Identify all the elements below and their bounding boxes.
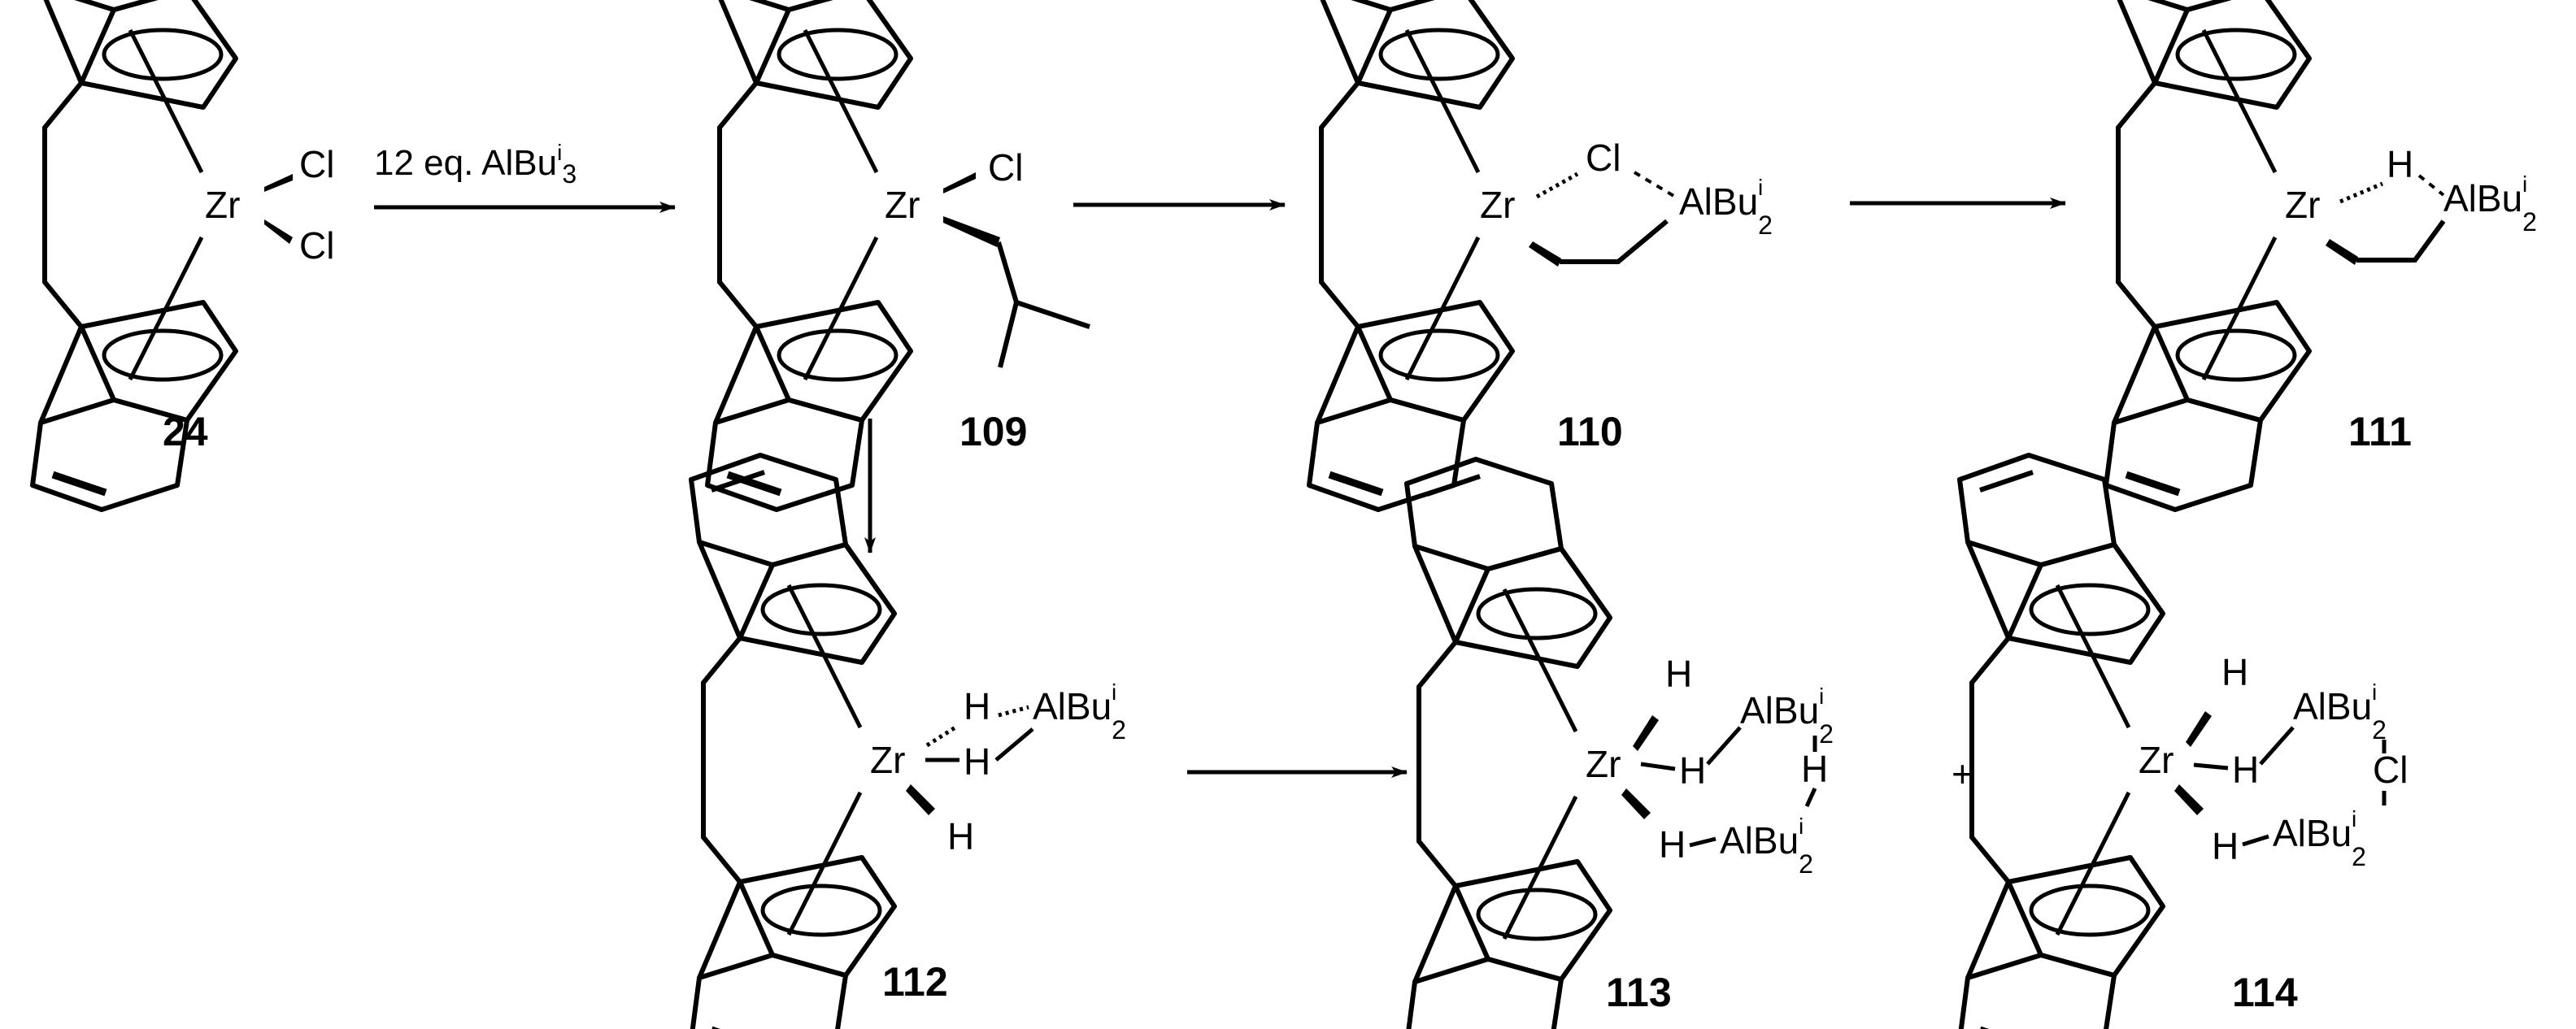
h-atom: H	[2221, 651, 2248, 693]
zr-atom: Zr	[885, 184, 920, 226]
cl-atom: Cl	[988, 146, 1023, 189]
zr-atom: Zr	[2285, 184, 2320, 226]
compound-label: 114	[2232, 970, 2298, 1015]
h-atom: H	[1665, 653, 1692, 695]
al-group: AlBu2i	[2273, 806, 2366, 871]
bis-indenyl-ligand	[1309, 0, 1512, 510]
al-group: AlBu2i	[1033, 679, 1126, 745]
compound-114: Zr H H AlBu2i Cl H AlBu2i	[1960, 455, 2408, 1029]
compound-label: 113	[1606, 970, 1672, 1015]
h-atom: H	[2387, 143, 2413, 185]
compound-110: Zr Cl AlBu2i	[1309, 0, 1773, 510]
h-atom: H	[2232, 749, 2259, 791]
h-atom: H	[2212, 825, 2239, 867]
compound-label: 110	[1557, 409, 1623, 454]
bis-indenyl-ligand	[2106, 0, 2309, 510]
cl-atom: Cl	[2373, 749, 2408, 791]
bis-indenyl-ligand	[1407, 459, 1610, 1029]
zr-atom: Zr	[870, 739, 905, 781]
h-atom: H	[947, 815, 974, 858]
compound-109: Zr Cl	[707, 0, 1090, 510]
al-group: AlBu2i	[1679, 175, 1773, 240]
bis-indenyl-ligand	[707, 0, 911, 510]
al-group: AlBu2i	[1740, 684, 1834, 749]
compound-111: Zr H AlBu2i	[2106, 0, 2537, 510]
compound-112: Zr H AlBu2i H H	[691, 455, 1126, 1029]
al-group: AlBu2i	[2293, 679, 2387, 745]
reagent-condition: 12 eq. AlBui3	[374, 140, 577, 189]
cl-atom: Cl	[299, 143, 334, 185]
zr-atom: Zr	[2139, 739, 2174, 781]
compound-label: 111	[2348, 409, 2412, 454]
zr-atom: Zr	[1586, 743, 1621, 785]
compound-24: Zr Cl Cl	[33, 0, 334, 510]
compound-label: 109	[959, 409, 1027, 454]
h-atom: H	[1659, 823, 1686, 866]
h-atom: H	[964, 685, 990, 727]
zr-atom: Zr	[205, 184, 240, 226]
bis-indenyl-ligand	[1960, 455, 2163, 1029]
cl-atom: Cl	[299, 224, 334, 267]
compound-113: Zr H H AlBu2i H H AlBu2i	[1407, 459, 1834, 1029]
bis-indenyl-ligand	[691, 455, 894, 1029]
al-group: AlBu2i	[1720, 814, 1813, 879]
h-atom: H	[1679, 749, 1706, 792]
h-atom: H	[1801, 748, 1828, 790]
cl-atom: Cl	[1586, 137, 1621, 179]
compound-label: 112	[882, 959, 948, 1005]
compound-label: 24	[163, 409, 208, 454]
zr-atom: Zr	[1480, 184, 1515, 226]
h-atom: H	[964, 740, 990, 783]
al-group: AlBu2i	[2443, 172, 2537, 237]
